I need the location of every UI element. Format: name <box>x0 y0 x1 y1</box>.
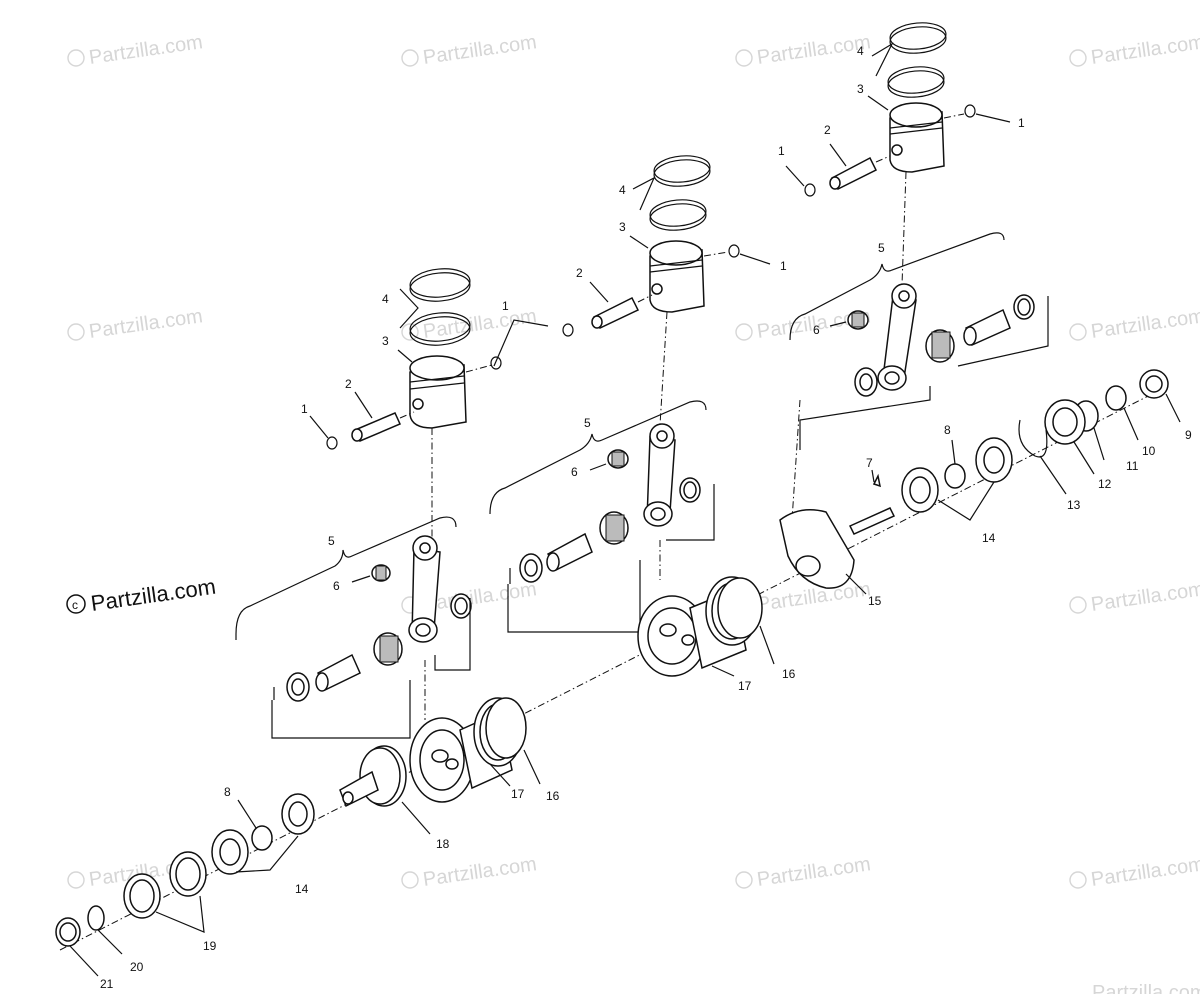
piston-assembly-middle <box>489 155 771 633</box>
svg-text:Partzilla.com: Partzilla.com <box>89 574 217 616</box>
callout-1: 1 <box>1018 116 1025 130</box>
callout-16: 16 <box>782 667 796 681</box>
callout-6: 6 <box>813 323 820 337</box>
callout-7: 7 <box>866 456 873 470</box>
callout-12: 12 <box>1098 477 1112 491</box>
callout-1: 1 <box>502 299 509 313</box>
watermark: Partzilla.com <box>67 31 204 69</box>
piston-assembly-left <box>235 268 502 739</box>
svg-text:Partzilla.com: Partzilla.com <box>422 853 538 891</box>
svg-text:Partzilla.com: Partzilla.com <box>88 305 204 343</box>
svg-text:Partzilla.com: Partzilla.com <box>756 31 872 69</box>
piston-assembly-right <box>785 22 1049 521</box>
callout-14: 14 <box>982 531 996 545</box>
callout-18: 18 <box>436 837 450 851</box>
watermark: Partzilla.com <box>1069 31 1200 69</box>
callout-6: 6 <box>333 579 340 593</box>
svg-text:Partzilla.com: Partzilla.com <box>1092 982 1200 994</box>
callout-2: 2 <box>824 123 831 137</box>
svg-text:Partzilla.com: Partzilla.com <box>1090 578 1200 616</box>
callout-19: 19 <box>203 939 217 953</box>
callout-15: 15 <box>868 594 882 608</box>
svg-text:Partzilla.com: Partzilla.com <box>1090 31 1200 69</box>
watermark: Partzilla.com <box>401 31 538 69</box>
watermark: Partzilla.com <box>401 853 538 891</box>
callout-11: 11 <box>1126 459 1139 473</box>
watermark: Partzilla.com <box>1069 578 1200 616</box>
svg-text:Partzilla.com: Partzilla.com <box>422 578 538 616</box>
crank-right-parts <box>848 369 1169 535</box>
callout-3: 3 <box>619 220 626 234</box>
callout-4: 4 <box>619 183 626 197</box>
callout-16: 16 <box>546 789 560 803</box>
callout-10: 10 <box>1142 444 1156 458</box>
watermark: Partzilla.com <box>67 305 204 343</box>
crankshaft <box>55 369 1169 951</box>
callout-labels: 1 1 1 1 1 1 2 2 2 3 3 3 4 4 4 5 5 5 6 6 … <box>100 44 1192 991</box>
callout-13: 13 <box>1067 498 1081 512</box>
callout-17: 17 <box>511 787 525 801</box>
callout-14: 14 <box>295 882 309 896</box>
callout-5: 5 <box>328 534 335 548</box>
callout-2: 2 <box>345 377 352 391</box>
callout-5: 5 <box>584 416 591 430</box>
watermark: Partzilla.com <box>1092 982 1200 994</box>
callout-8: 8 <box>224 785 231 799</box>
callout-4: 4 <box>382 292 389 306</box>
callout-17: 17 <box>738 679 752 693</box>
svg-text:Partzilla.com: Partzilla.com <box>756 853 872 891</box>
callout-6: 6 <box>571 465 578 479</box>
svg-text:Partzilla.com: Partzilla.com <box>1090 853 1200 891</box>
callout-1: 1 <box>780 259 787 273</box>
watermark: Partzilla.com <box>1069 305 1200 343</box>
watermark: Partzilla.com <box>735 31 872 69</box>
leader-lines <box>69 393 1181 977</box>
callout-4: 4 <box>857 44 864 58</box>
callout-20: 20 <box>130 960 144 974</box>
watermark: Partzilla.com <box>735 853 872 891</box>
callout-5: 5 <box>878 241 885 255</box>
callout-1: 1 <box>778 144 785 158</box>
callout-3: 3 <box>382 334 389 348</box>
callout-3: 3 <box>857 82 864 96</box>
svg-text:Partzilla.com: Partzilla.com <box>1090 305 1200 343</box>
callout-1: 1 <box>301 402 308 416</box>
callout-9: 9 <box>1185 428 1192 442</box>
callout-21: 21 <box>100 977 114 991</box>
main-watermark: c Partzilla.com <box>66 574 217 616</box>
svg-text:Partzilla.com: Partzilla.com <box>422 305 538 343</box>
callout-8: 8 <box>944 423 951 437</box>
svg-text:Partzilla.com: Partzilla.com <box>422 31 538 69</box>
svg-text:c: c <box>72 598 78 612</box>
watermark: Partzilla.com <box>1069 853 1200 891</box>
callout-2: 2 <box>576 266 583 280</box>
svg-text:Partzilla.com: Partzilla.com <box>88 31 204 69</box>
